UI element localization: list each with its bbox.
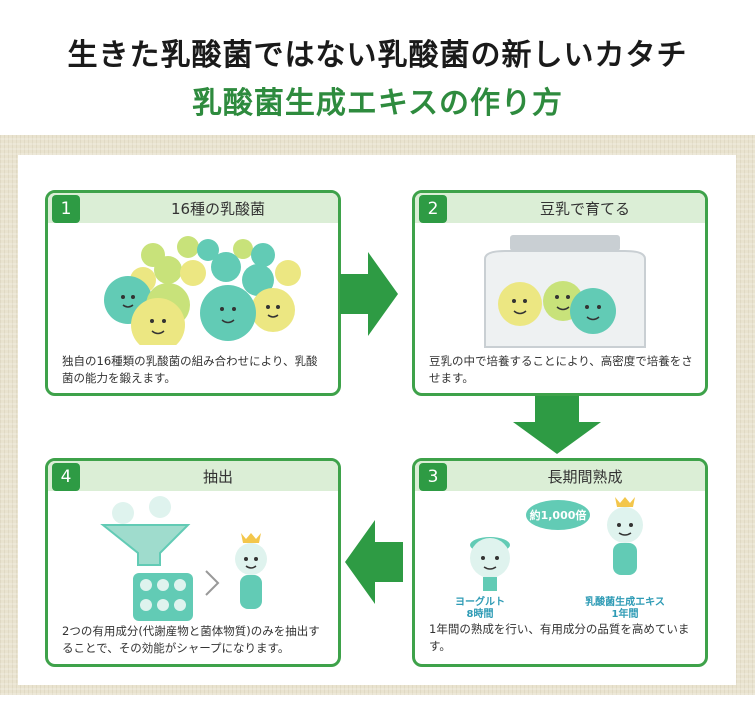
arrow-right-icon: [340, 252, 398, 336]
yogurt-caption-line1: ヨーグルト: [455, 595, 505, 608]
step-2-title: 豆乳で育てる: [539, 200, 630, 218]
step-panel-2: 2 豆乳で育てる 豆乳の中で培養することにより、高密度で培養をさせます。: [412, 190, 708, 396]
headline-sub: 乳酸菌生成エキスの作り方: [191, 86, 564, 121]
extract-caption-line1: 乳酸菌生成エキス: [585, 595, 665, 608]
step-3-header: [415, 461, 705, 491]
callout-text: 約1,000倍: [530, 508, 587, 522]
headline-main: 生きた乳酸菌ではない乳酸菌の新しいカタチ: [67, 38, 688, 73]
yogurt-caption-line2: 8時間: [467, 607, 494, 620]
step-panel-3: 3 長期間熟成 約1,000倍 ヨーグルト 8時間 乳酸菌生成エキス 1年間 1…: [412, 458, 708, 667]
step-4-description: 2つの有用成分(代謝産物と菌体物質)のみを抽出することで、その効能がシャープにな…: [62, 624, 320, 655]
step-panel-1: 1 16種の乳酸菌 独自の16種類の乳酸菌の組み合わせにより、乳酸菌の能力を鍛え…: [45, 190, 341, 396]
step-1-description: 独自の16種類の乳酸菌の組み合わせにより、乳酸菌の能力を鍛えます。: [62, 354, 318, 385]
extraction-illustration: [100, 496, 267, 621]
step-2-description: 豆乳の中で培養することにより、高密度で培養をさせます。: [429, 354, 693, 385]
step-2-number: 2: [419, 195, 447, 223]
step-1-number: 1: [52, 195, 80, 223]
step-2-header: [415, 193, 705, 223]
step-1-header: [48, 193, 338, 223]
step-1-title: 16種の乳酸菌: [170, 200, 266, 218]
lactic-bacteria-group-illustration: [104, 236, 301, 345]
extract-caption-line2: 1年間: [612, 607, 639, 620]
arrow-left-icon: [345, 520, 403, 604]
step-3-description: 1年間の熟成を行い、有用成分の品質を高めています。: [429, 622, 690, 653]
step-3-title: 長期間熟成: [547, 468, 623, 486]
fermentation-comparison-illustration: 約1,000倍 ヨーグルト 8時間 乳酸菌生成エキス 1年間: [455, 497, 665, 620]
step-3-number: 3: [419, 463, 447, 491]
step-4-number: 4: [52, 463, 80, 491]
step-panel-4: 4 抽出 2つの有用成分(代謝産物と菌体物質)のみを抽出することで、その効能がシ…: [45, 458, 341, 667]
step-4-header: [48, 461, 338, 491]
arrow-down-icon: [513, 396, 601, 454]
step-4-title: 抽出: [202, 468, 233, 486]
soy-milk-jar-illustration: [484, 235, 646, 348]
